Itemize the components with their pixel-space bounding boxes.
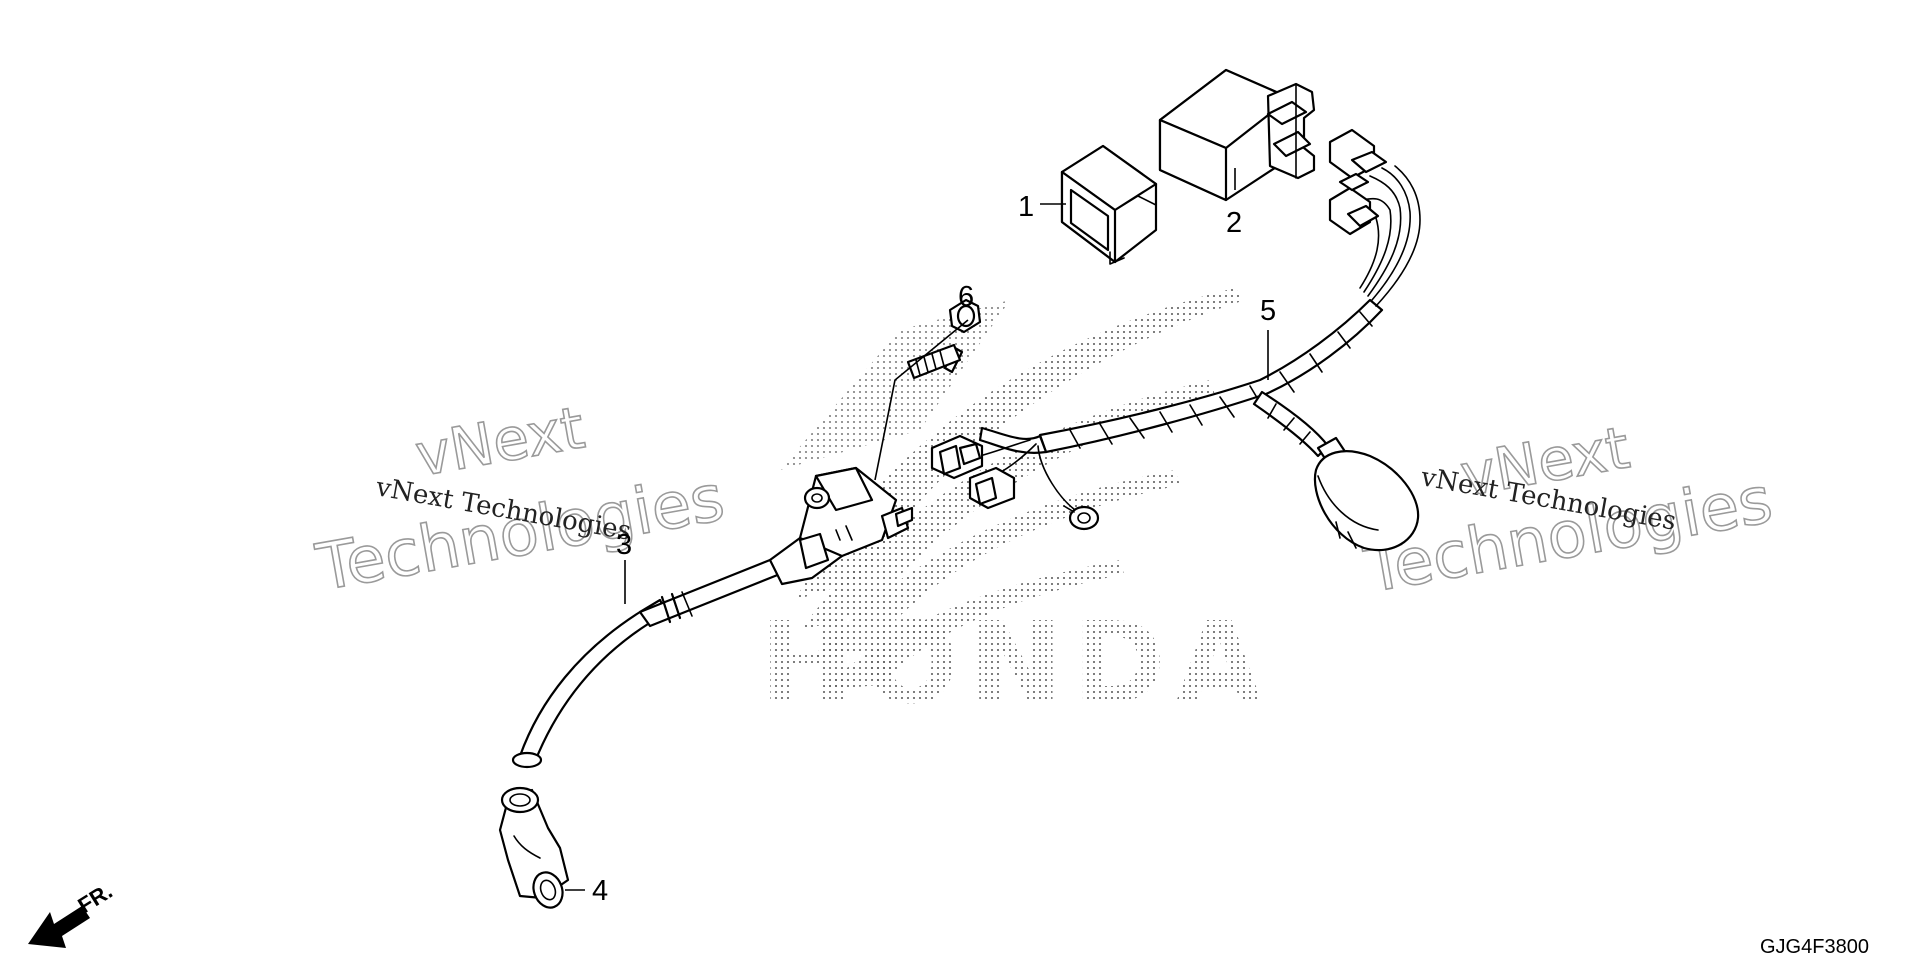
- callout-5[interactable]: 5: [1260, 295, 1276, 327]
- front-direction-indicator: FR.: [28, 878, 117, 948]
- honda-logo-word: HONDA: [760, 599, 1272, 729]
- part-6-bolt[interactable]: [906, 298, 982, 380]
- part-3-ignition-coil[interactable]: [511, 466, 914, 769]
- callout-2[interactable]: 2: [1226, 207, 1242, 239]
- watermark-right: vNext Technologies vNext Technologies: [1358, 413, 1778, 609]
- part-5-wire-harness[interactable]: [930, 128, 1421, 552]
- watermark-left: vNext Technologies vNext Technologies: [310, 393, 730, 607]
- callout-4[interactable]: 4: [592, 875, 608, 907]
- callout-3[interactable]: 3: [616, 529, 632, 561]
- front-arrow-icon: [28, 906, 90, 948]
- diagram-code: GJG4F3800: [1760, 936, 1869, 958]
- watermark-vnext-left: vNext: [411, 393, 590, 489]
- leader-lines: [565, 168, 1269, 891]
- callout-numbers: 1 2 3 4 5 6: [592, 191, 1276, 907]
- part-2-control-unit[interactable]: [1158, 68, 1316, 202]
- honda-wing-logo: HONDA: [760, 288, 1272, 729]
- part-1-relay[interactable]: [1060, 144, 1158, 265]
- callout-6[interactable]: 6: [958, 281, 974, 313]
- watermark-technologies-left: Technologies: [311, 461, 730, 605]
- part-4-spark-plug-cap[interactable]: [498, 786, 570, 912]
- callout-1[interactable]: 1: [1018, 191, 1034, 223]
